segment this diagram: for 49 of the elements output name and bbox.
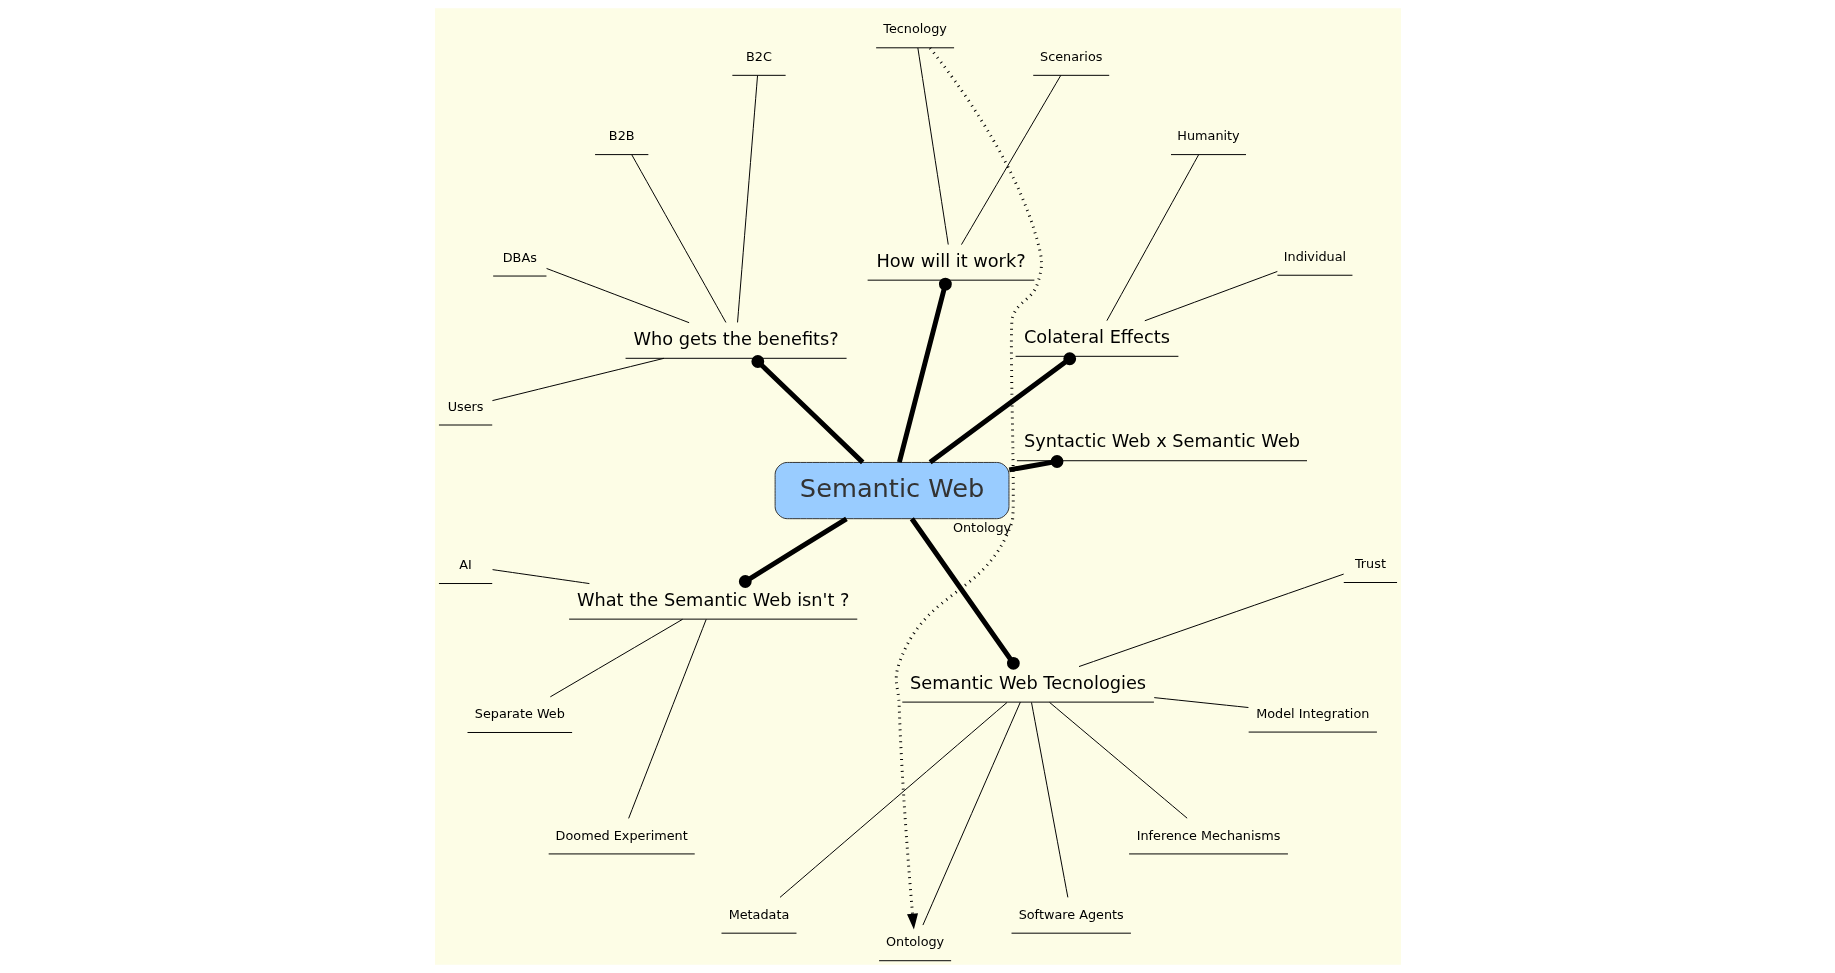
connector [627,618,707,819]
node-text: Inference Mechanisms [1136,827,1280,843]
node-text: AI [458,557,472,573]
node-text: How will it work? [875,250,1026,271]
connector [960,75,1061,246]
connector [738,516,848,588]
connector [1105,154,1199,322]
node-text: Humanity [1176,128,1240,144]
node-text: Tecnology [882,21,947,37]
connector [1048,701,1188,819]
node-text: B2B [608,128,635,144]
connector [750,355,864,465]
node-text: What the Semantic Web isn't ? [576,589,850,610]
node-text: Software Agents [1018,906,1124,922]
connector [928,352,1076,465]
node-text: Trust [1354,556,1386,572]
connector [1030,702,1068,898]
connector [921,701,1021,926]
connector [1153,697,1249,709]
connector [1008,455,1063,473]
node-text: Users [447,398,484,414]
node-text: Scenarios [1039,48,1102,64]
connector [491,357,664,402]
node-text: Colateral Effects [1023,326,1170,347]
connector [896,277,952,463]
node-text: Individual [1283,248,1346,264]
node-text: Syntactic Web x Semantic Web [1023,431,1300,452]
connector [630,154,726,323]
node-text: Who gets the benefits? [632,328,839,349]
connector [549,618,683,698]
connector [909,517,1020,670]
node-text: Model Integration [1255,705,1369,721]
node-text: Metadata [728,906,789,922]
node-text: Ontology [885,934,944,950]
node-box: Semantic Web [774,461,1009,520]
connector [916,47,949,246]
arrow [894,47,1043,930]
node-text: Semantic Web Tecnologies [909,672,1146,693]
node-text: B2C [745,48,772,64]
node-text: Doomed Experiment [555,827,688,843]
node-text: Separate Web [474,706,565,722]
connector [736,75,758,323]
edge-label: Ontology [952,520,1011,536]
connector [779,702,1007,898]
connector [1143,270,1278,322]
connector [545,267,690,324]
connector [1078,573,1344,668]
connector [491,569,590,585]
node-text: DBAs [502,249,537,265]
